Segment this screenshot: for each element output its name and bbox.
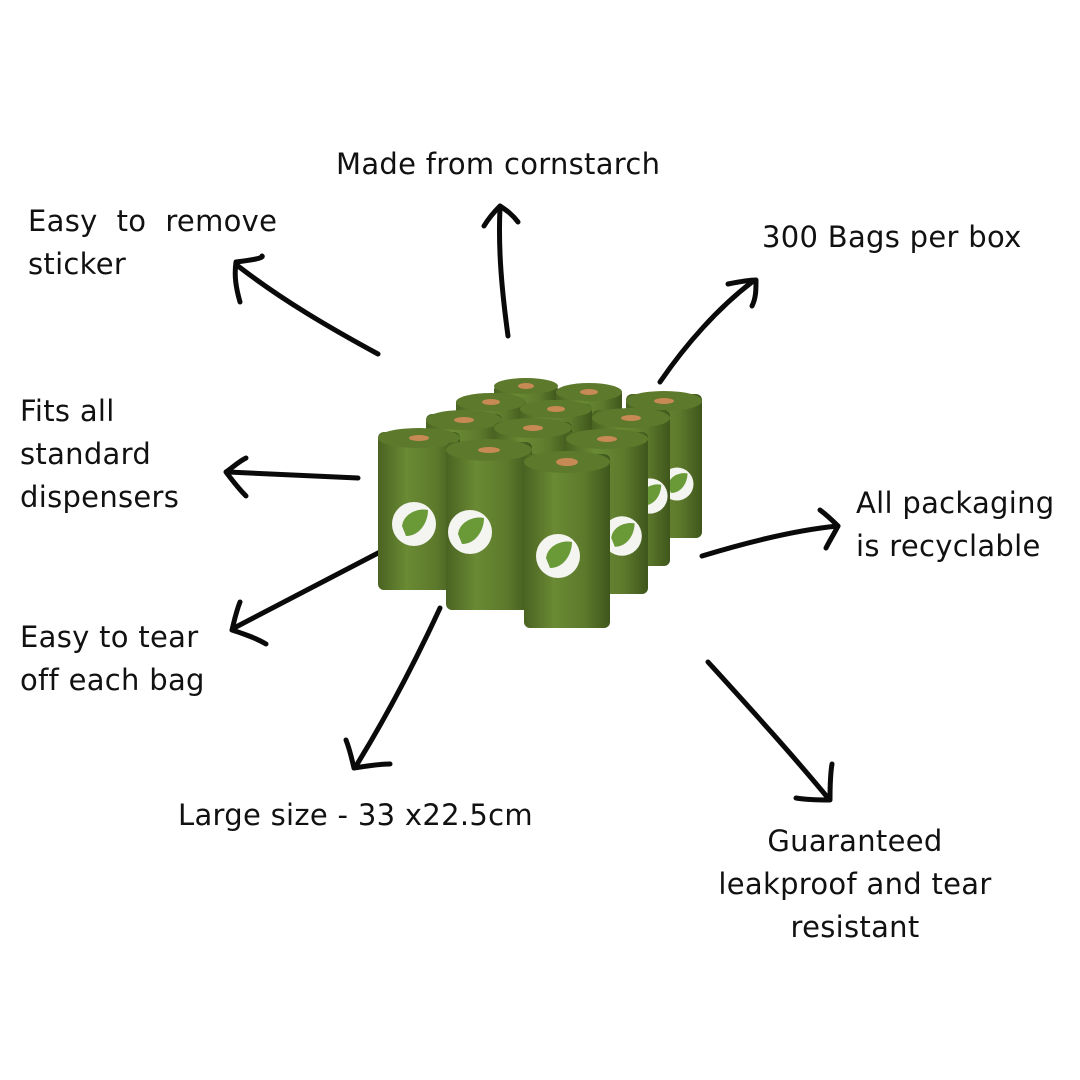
feature-leakproof-line-2: leakproof and tear (718, 867, 992, 901)
feature-cornstarch-text: Made from cornstarch (336, 147, 661, 181)
arrow-leakproof (705, 659, 835, 803)
feature-dispensers-line-3: dispensers (20, 480, 180, 514)
feature-dispensers-line-2: standard (20, 437, 152, 471)
feature-cornstarch: Made from cornstarch (336, 143, 660, 186)
feature-recyclable-line-2: is recyclable (856, 529, 1041, 563)
feature-dispensers: Fits all standard dispensers (20, 390, 179, 519)
feature-tear-off: Easy to tear off each bag (20, 616, 205, 702)
feature-leakproof: Guaranteed leakproof and tear resistant (700, 820, 1010, 949)
feature-tear-off-line-1: Easy to tear (20, 620, 199, 654)
feature-sticker: Easy to remove sticker (28, 200, 277, 286)
arrow-dispensers (223, 455, 361, 499)
feature-bags-per-box-text: 300 Bags per box (762, 220, 1022, 254)
bag-roll (524, 451, 610, 628)
feature-sticker-line-2: sticker (28, 247, 127, 281)
feature-size-text: Large size - 33 x22.5cm (178, 798, 533, 832)
bag-roll (446, 439, 532, 610)
feature-dispensers-line-1: Fits all (20, 394, 115, 428)
arrow-size (343, 605, 443, 771)
arrow-bags-per-box (657, 277, 759, 385)
feature-recyclable: All packaging is recyclable (856, 482, 1055, 568)
arrow-cornstarch (481, 203, 521, 339)
arrow-recyclable (699, 507, 841, 559)
feature-leakproof-line-3: resistant (790, 910, 920, 944)
feature-tear-off-line-2: off each bag (20, 663, 205, 697)
feature-leakproof-line-1: Guaranteed (767, 824, 943, 858)
bag-rolls-image (378, 378, 702, 628)
bag-roll (378, 428, 460, 590)
feature-recyclable-line-1: All packaging (856, 486, 1055, 520)
feature-bags-per-box: 300 Bags per box (762, 216, 1022, 259)
arrow-sticker (232, 253, 381, 357)
arrow-tear-off (229, 549, 383, 647)
feature-size: Large size - 33 x22.5cm (178, 794, 533, 837)
feature-sticker-line-1: Easy to remove (28, 204, 278, 238)
